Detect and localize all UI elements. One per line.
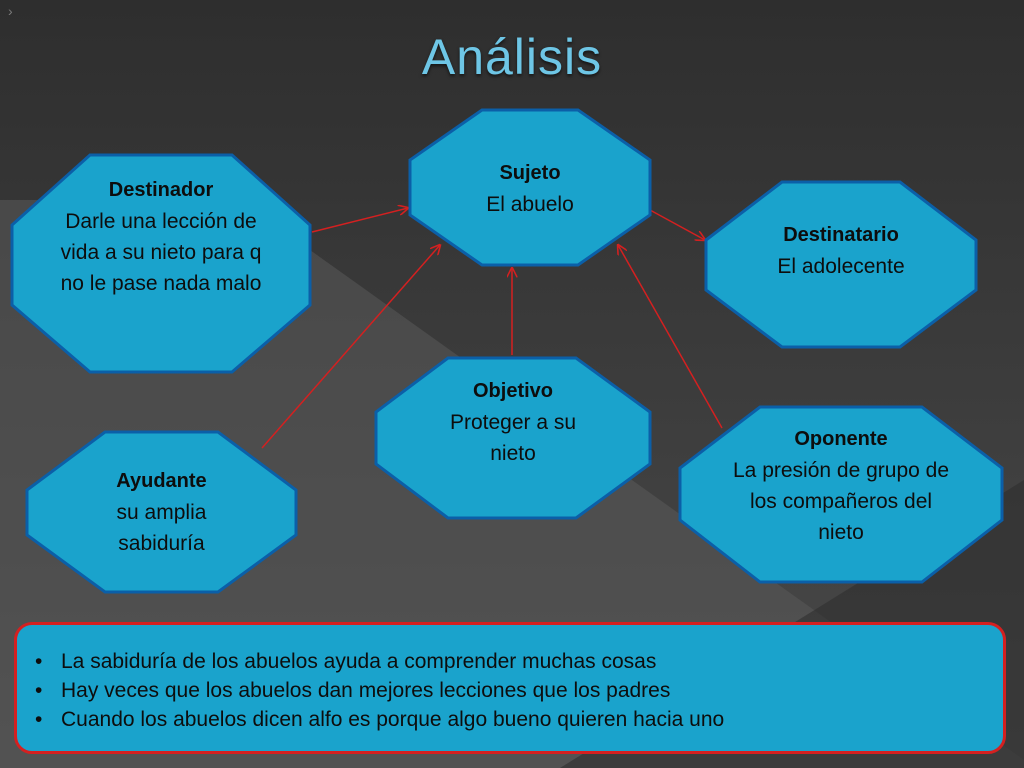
node-oponente: Oponente La presión de grupo de los comp… bbox=[680, 407, 1002, 582]
summary-item: La sabiduría de los abuelos ayuda a comp… bbox=[35, 647, 987, 676]
node-destinatario-heading: Destinatario bbox=[783, 224, 899, 246]
svg-text:›: › bbox=[8, 3, 13, 19]
node-sujeto: Sujeto El abuelo bbox=[410, 110, 650, 265]
arrow-sujeto-destinatario bbox=[649, 209, 705, 240]
node-destinatario: Destinatario El adolecente bbox=[706, 182, 976, 347]
outline-destinatario bbox=[704, 180, 978, 349]
outline-oponente bbox=[678, 405, 1004, 584]
summary-item: Cuando los abuelos dicen alfo es porque … bbox=[35, 705, 987, 734]
node-objetivo-text: Proteger a su nieto bbox=[449, 411, 577, 465]
node-oponente-heading: Oponente bbox=[794, 428, 888, 450]
node-sujeto-text: El abuelo bbox=[486, 193, 574, 216]
node-ayudante-heading: Ayudante bbox=[116, 470, 207, 492]
node-objetivo-heading: Objetivo bbox=[472, 380, 553, 402]
node-destinador-heading: Destinador bbox=[108, 179, 214, 201]
arrow-destinador-sujeto bbox=[311, 208, 408, 233]
node-destinador: Destinador Darle una lección de vida a s… bbox=[12, 155, 310, 372]
node-ayudante-text: su amplia sabiduría bbox=[116, 501, 207, 555]
outline-sujeto bbox=[408, 108, 652, 267]
slide-title: Análisis bbox=[421, 29, 603, 85]
outline-destinador bbox=[10, 153, 312, 374]
arrow-oponente-sujeto bbox=[618, 245, 723, 429]
outline-ayudante bbox=[25, 430, 298, 594]
node-sujeto-heading: Sujeto bbox=[499, 162, 561, 184]
node-ayudante: Ayudante su amplia sabiduría bbox=[27, 432, 296, 592]
node-destinatario-text: El adolecente bbox=[777, 255, 905, 278]
outline-objetivo bbox=[374, 356, 652, 520]
summary-list: La sabiduría de los abuelos ayuda a comp… bbox=[33, 647, 987, 734]
node-oponente-text: La presión de grupo de los compañeros de… bbox=[733, 459, 949, 544]
node-destinador-text: Darle una lección de vida a su nieto par… bbox=[60, 210, 262, 295]
arrow-ayudante-sujeto bbox=[261, 245, 440, 449]
summary-box: La sabiduría de los abuelos ayuda a comp… bbox=[14, 622, 1006, 754]
node-objetivo: Objetivo Proteger a su nieto bbox=[376, 358, 650, 518]
summary-item: Hay veces que los abuelos dan mejores le… bbox=[35, 676, 987, 705]
